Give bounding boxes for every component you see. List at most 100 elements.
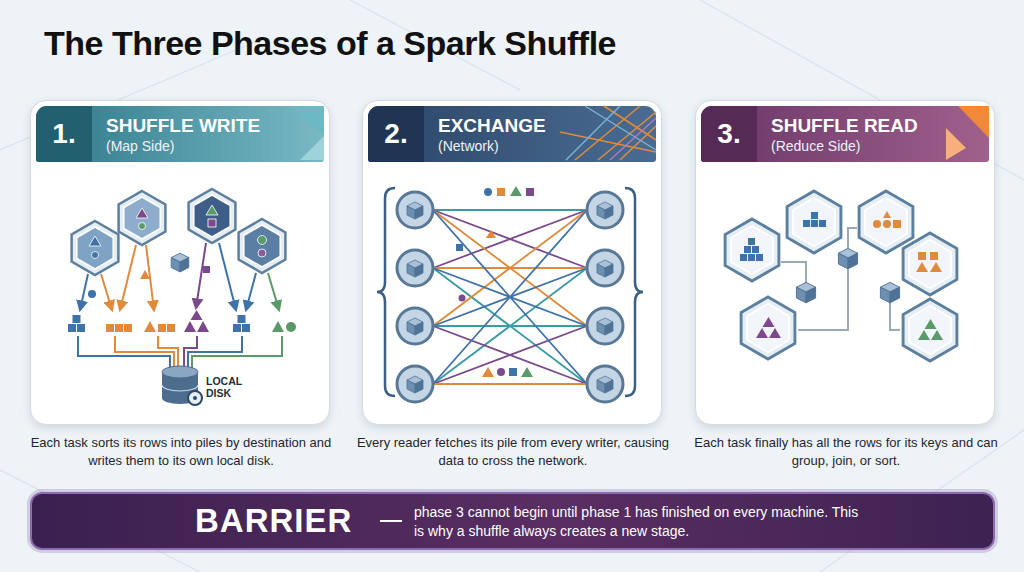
disk-line [78,336,170,370]
number-box: 3. [701,106,757,162]
disk-line [192,336,282,370]
phase-card: 2.EXCHANGE(Network)Every reader fetches … [362,100,662,425]
writer-node [397,366,433,402]
write-arrow [268,273,279,310]
grouped-row [931,330,943,340]
write-arrow [196,243,206,308]
task-hexagon [119,191,166,245]
grouped-row [916,262,928,272]
disk-body [162,372,198,398]
brace [377,188,395,396]
phase-number: 3. [717,118,740,150]
phase-description: Each task finally has all the rows for i… [684,434,1008,470]
grouped-row [930,252,938,260]
pile-block [272,321,284,332]
phase-subtitle: (Network) [438,138,499,154]
header-decoration [566,106,656,160]
grouped-row [811,212,818,219]
grouped-row [893,220,901,228]
write-arrow [80,274,88,310]
disk-band [162,385,198,391]
grouped-row [803,220,810,227]
row-shape [482,367,494,377]
number-box: 1. [36,106,92,162]
phase-card: 3.SHUFFLE READ(Reduce Side)Each task fin… [695,100,995,425]
disk-line [115,336,174,370]
row-shape [510,186,522,196]
grouped-row [752,246,759,253]
write-arrow [246,273,256,310]
phase-header: 2.EXCHANGE(Network) [368,106,656,162]
row-shape [459,295,466,302]
grouped-row [748,254,755,261]
grouped-row [756,328,768,338]
phase-card: 1.SHUFFLE WRITE(Map Side)Each task sorts… [30,100,330,425]
pile-block [197,321,209,332]
header-decoration [610,118,656,160]
row-shape [509,368,517,376]
phase-number: 1. [52,118,75,150]
network-line [433,210,587,384]
row-shape [456,244,463,251]
grouped-row [873,220,881,228]
data-cube [880,282,899,302]
row-shape [88,290,96,298]
row-shape [497,188,505,196]
row-shape [208,219,216,227]
row-shape [484,188,492,196]
row-shape [139,223,146,230]
brace [625,188,643,396]
disk-disc [188,391,202,405]
writer-node [397,250,433,286]
data-cube [838,248,857,268]
number-box: 2. [368,106,424,162]
pile-block [167,324,175,332]
grouped-row [883,211,891,218]
grouped-row [811,220,818,227]
reducer-hexagon [903,233,957,295]
header-decoration [292,106,324,136]
writer-node [397,308,433,344]
connector-line [848,228,857,248]
grouped-row [883,220,891,228]
row-shape [486,230,496,238]
pile-block [286,322,296,332]
data-cube [171,253,189,272]
grouped-row [769,328,781,338]
pile-block [242,324,250,332]
row-shape [258,236,267,245]
grouped-row [930,262,942,272]
row-shape [89,236,101,246]
pile-block [124,324,132,332]
barrier-title: BARRIER [195,501,352,541]
grouped-row [744,246,751,253]
network-line [433,210,587,384]
reader-node [587,366,623,402]
barrier-text: phase 3 cannot begin until phase 1 has f… [414,503,864,541]
grouped-row [740,254,747,261]
phase-title: SHUFFLE READ [771,115,918,137]
reducer-hexagon [741,297,795,359]
reducer-hexagon [787,191,841,253]
row-shape [136,208,148,218]
writer-node [397,192,433,228]
phase-header: 1. SHUFFLE WRITE(Map Side) [36,106,324,162]
row-shape [258,249,266,257]
row-shape [497,368,505,376]
reader-node [587,308,623,344]
pile-block [158,324,166,332]
phase-number: 2. [384,118,407,150]
grouped-row [925,319,937,329]
write-arrow [120,245,136,310]
pile-block [73,315,81,323]
pile-block [144,321,156,332]
header-decoration [946,128,966,160]
header-decoration [560,106,656,160]
phase-title: SHUFFLE WRITE [106,115,260,137]
header-decoration [958,106,989,138]
pile-block [68,324,76,332]
phase-header: 3.SHUFFLE READ(Reduce Side) [701,106,989,162]
phase-subtitle: (Map Side) [106,138,174,154]
